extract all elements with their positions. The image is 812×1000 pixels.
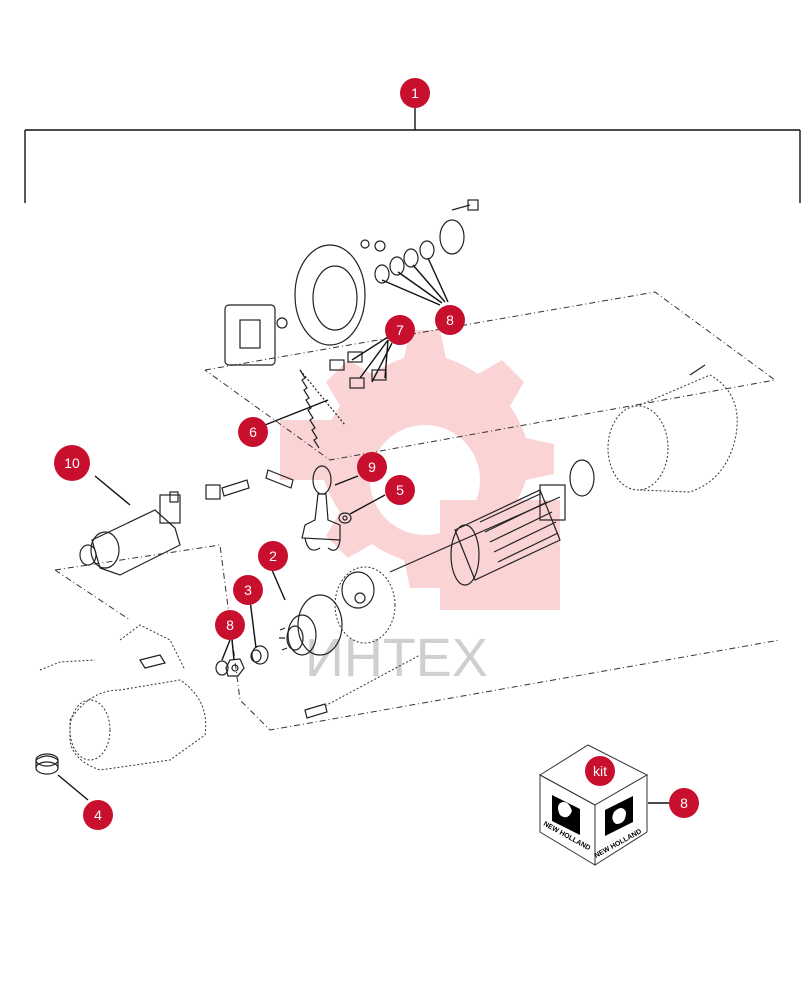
svg-text:4: 4 xyxy=(94,807,102,823)
svg-text:8: 8 xyxy=(446,312,454,328)
nut-washer xyxy=(215,658,245,677)
svg-text:8: 8 xyxy=(226,617,234,633)
kit-box: NEW HOLLAND NEW HOLLAND xyxy=(539,744,649,866)
callout-8-washers[interactable]: 8 xyxy=(435,305,465,335)
svg-text:2: 2 xyxy=(269,548,277,564)
callout-1[interactable]: 1 xyxy=(400,78,430,108)
nose-housing xyxy=(39,624,207,771)
kit-label: kit xyxy=(593,763,607,779)
callout-4[interactable]: 4 xyxy=(83,800,113,830)
brush-holder-assembly xyxy=(224,244,366,366)
bolts xyxy=(205,469,421,719)
bushing-4 xyxy=(35,753,59,775)
svg-text:10: 10 xyxy=(64,455,80,471)
watermark-gear-icon xyxy=(280,330,560,610)
callout-10[interactable]: 10 xyxy=(54,445,90,481)
leader-lines xyxy=(57,257,670,804)
callout-8-kit[interactable]: 8 xyxy=(669,788,699,818)
spring xyxy=(299,369,346,449)
callout-2[interactable]: 2 xyxy=(258,541,288,571)
callout-8-nut[interactable]: 8 xyxy=(215,610,245,640)
new-holland-logo-icon xyxy=(552,795,633,836)
svg-text:5: 5 xyxy=(396,482,404,498)
washer-stack xyxy=(360,199,479,284)
solenoid xyxy=(79,491,181,576)
brush-set xyxy=(329,351,387,389)
armature xyxy=(389,484,566,586)
svg-text:7: 7 xyxy=(396,322,404,338)
svg-text:3: 3 xyxy=(244,582,252,598)
assembly-outline xyxy=(54,291,781,731)
callout-9[interactable]: 9 xyxy=(357,452,387,482)
callout-3[interactable]: 3 xyxy=(233,575,263,605)
field-frame-housing xyxy=(569,364,738,497)
callout-7[interactable]: 7 xyxy=(385,315,415,345)
retaining-clip xyxy=(338,512,352,524)
watermark-text: ИНТЕХ xyxy=(305,628,488,688)
svg-text:8: 8 xyxy=(680,795,688,811)
svg-text:1: 1 xyxy=(411,85,419,101)
kit-label-badge: kit xyxy=(585,756,615,786)
svg-text:9: 9 xyxy=(368,459,376,475)
svg-text:6: 6 xyxy=(249,424,257,440)
shift-fork xyxy=(301,465,341,551)
drive-end-plate xyxy=(334,566,396,644)
callout-6[interactable]: 6 xyxy=(238,417,268,447)
bushing-3 xyxy=(250,645,269,665)
callout-5[interactable]: 5 xyxy=(385,475,415,505)
pinion-drive xyxy=(279,594,343,656)
assembly-bracket xyxy=(24,108,801,203)
